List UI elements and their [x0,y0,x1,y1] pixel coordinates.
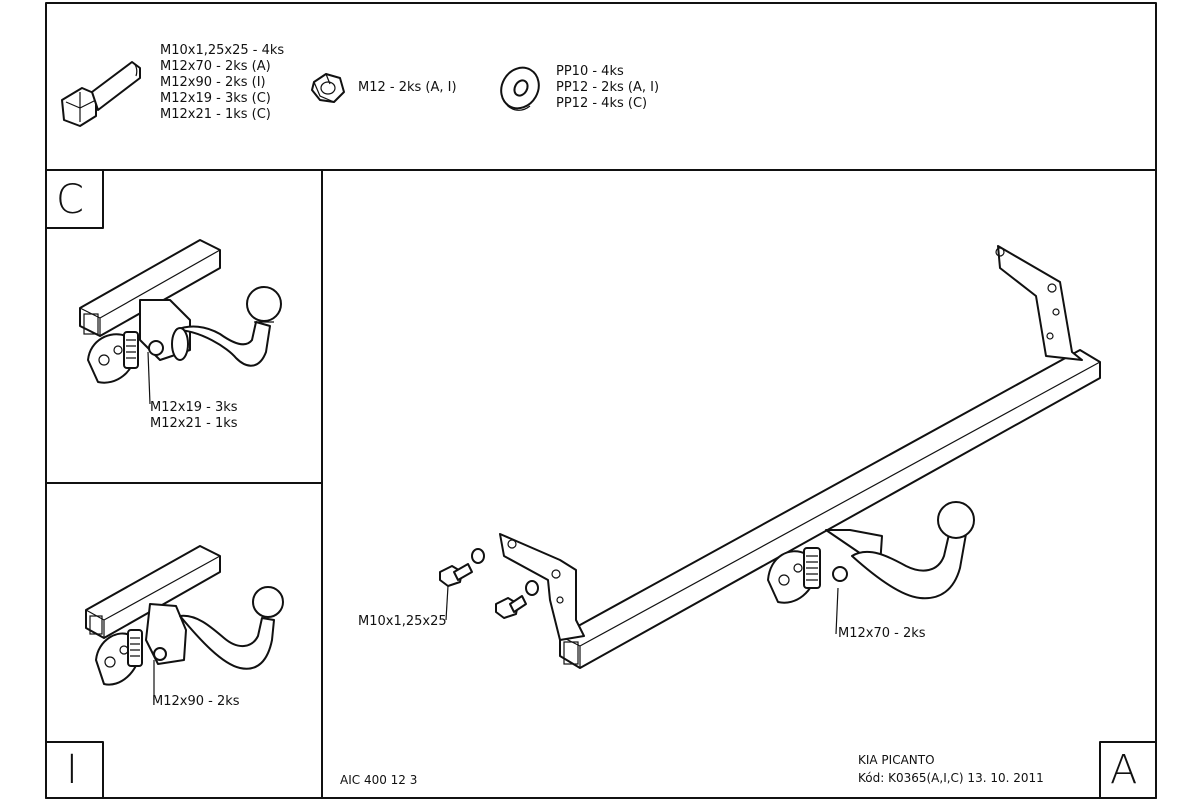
washer-part-list: PP10 - 4ks PP12 - 2ks (A, I) PP12 - 4ks … [556,64,659,112]
panel-c-label-1: M12x19 - 3ks [150,400,238,415]
panel-c-hitch-drawing [79,239,282,405]
bolt-part-2: M12x70 - 2ks (A) [160,59,271,74]
bolt-part-list: M10x1,25x25 - 4ks M12x70 - 2ks (A) M12x9… [160,43,284,123]
panel-a-ball-label: M12x70 - 2ks [838,626,926,641]
vehicle-model: KIA PICANTO [858,753,935,767]
nut-icon [311,73,345,103]
panel-a-bolt-label: M10x1,25x25 [358,614,447,629]
letter-box-a [1099,741,1157,799]
panel-c-label-2: M12x21 - 1ks [150,416,238,431]
washer-part-2: PP12 - 2ks (A, I) [556,80,660,95]
panel-c-letter: C [56,177,84,223]
panel-i-hitch-drawing [85,545,284,700]
letter-box-c [45,169,104,229]
washer-part-3: PP12 - 4ks (C) [556,96,648,111]
panel-i-label: M12x90 - 2ks [152,694,240,709]
panel-c-labels: M12x19 - 3ks M12x21 - 1ks [150,400,238,432]
letter-box-i [45,741,104,799]
washer-icon [500,66,540,111]
bolt-icon [61,61,141,127]
drawing-code: AIC 400 12 3 [340,773,418,787]
panel-a-towbar-drawing [439,245,1101,669]
bolt-part-5: M12x21 - 1ks (C) [160,107,271,122]
panel-i-letter: I [66,747,78,793]
washer-part-1: PP10 - 4ks [556,64,624,79]
product-code-date: Kód: K0365(A,I,C) 13. 10. 2011 [858,771,1044,785]
nut-part-label: M12 - 2ks (A, I) [358,80,457,95]
frame-lines [45,2,1157,799]
bolt-part-3: M12x90 - 2ks (I) [160,75,266,90]
bolt-part-1: M10x1,25x25 - 4ks [160,43,285,58]
bolt-part-4: M12x19 - 3ks (C) [160,91,271,106]
panel-a-letter: A [1110,747,1138,793]
